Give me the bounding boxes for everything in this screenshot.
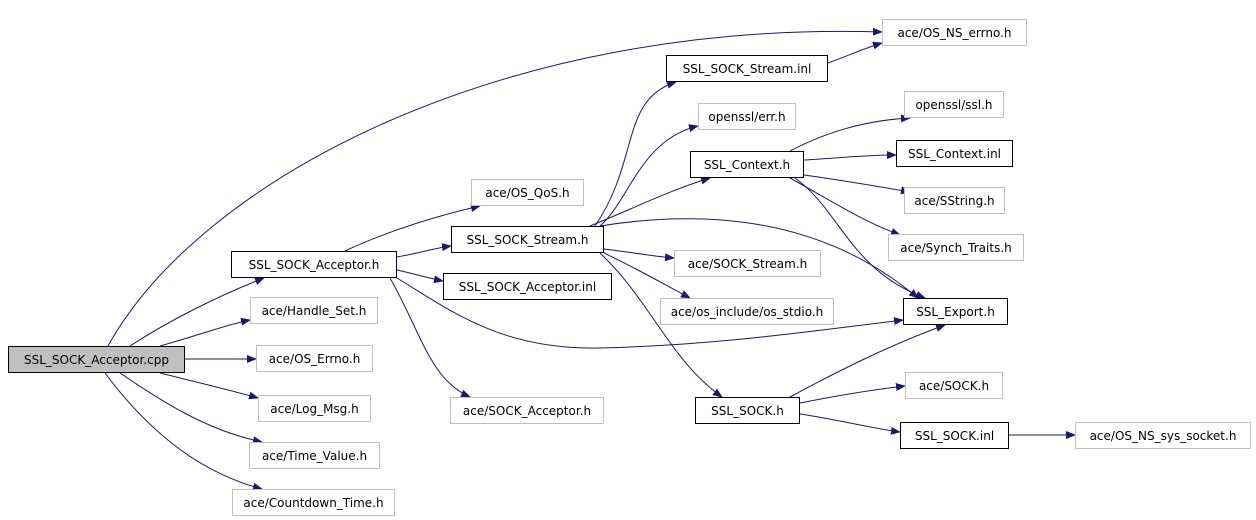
node-label: ace/SOCK.h bbox=[918, 378, 990, 393]
node-ssl-sock-stream-inl[interactable]: SSL_SOCK_Stream.inl bbox=[666, 55, 828, 82]
node-countdown-time-h: ace/Countdown_Time.h bbox=[232, 489, 395, 516]
edge bbox=[396, 269, 444, 284]
edge bbox=[119, 372, 263, 445]
node-label: ace/SOCK_Stream.h bbox=[687, 256, 808, 271]
node-sock-acceptor-h: ace/SOCK_Acceptor.h bbox=[450, 397, 604, 424]
node-label: SSL_SOCK_Acceptor.inl bbox=[458, 279, 597, 294]
node-label: ace/OS_NS_errno.h bbox=[897, 25, 1012, 40]
node-label: SSL_Export.h bbox=[916, 304, 995, 319]
edge bbox=[803, 151, 897, 161]
node-label: ace/Handle_Set.h bbox=[261, 303, 367, 318]
node-openssl-ssl-h: openssl/ssl.h bbox=[904, 91, 1004, 118]
node-ssl-context-inl[interactable]: SSL_Context.inl bbox=[896, 140, 1013, 167]
node-ssl-export-h[interactable]: SSL_Export.h bbox=[903, 298, 1008, 325]
node-ssl-context-h[interactable]: SSL_Context.h bbox=[690, 151, 804, 178]
edge bbox=[129, 277, 265, 347]
node-label: SSL_SOCK_Stream.inl bbox=[682, 61, 812, 76]
node-label: SSL_SOCK.h bbox=[711, 403, 784, 418]
node-label: ace/OS_QoS.h bbox=[485, 185, 570, 200]
edge bbox=[799, 383, 906, 404]
node-os-stdio-h: ace/os_include/os_stdio.h bbox=[660, 298, 834, 325]
edge bbox=[159, 372, 259, 400]
edge bbox=[599, 252, 723, 398]
node-ssl-sock-acceptor-cpp[interactable]: SSL_SOCK_Acceptor.cpp bbox=[8, 346, 185, 373]
node-label: SSL_Context.inl bbox=[907, 146, 1002, 161]
edge bbox=[599, 218, 919, 299]
edge bbox=[789, 114, 911, 152]
node-log-msg-h: ace/Log_Msg.h bbox=[258, 395, 371, 422]
node-label: ace/SOCK_Acceptor.h bbox=[462, 403, 592, 418]
edge bbox=[794, 177, 926, 299]
node-os-ns-errno-h: ace/OS_NS_errno.h bbox=[882, 19, 1027, 46]
node-label: ace/SString.h bbox=[914, 193, 995, 208]
node-label: openssl/err.h bbox=[708, 109, 786, 124]
edge bbox=[344, 204, 481, 252]
node-label: ace/OS_Errno.h bbox=[268, 351, 361, 366]
node-label: ace/Countdown_Time.h bbox=[243, 495, 384, 510]
node-label: SSL_SOCK_Stream.h bbox=[466, 232, 589, 247]
node-label: openssl/ssl.h bbox=[915, 97, 993, 112]
node-label: SSL_SOCK_Acceptor.h bbox=[248, 257, 380, 272]
node-synch-traits-h: ace/Synch_Traits.h bbox=[888, 234, 1024, 261]
node-os-ns-sys-socket-h: ace/OS_NS_sys_socket.h bbox=[1075, 422, 1251, 449]
edge bbox=[603, 252, 691, 299]
node-ssl-sock-acceptor-h[interactable]: SSL_SOCK_Acceptor.h bbox=[231, 251, 397, 278]
node-ssl-sock-acceptor-inl[interactable]: SSL_SOCK_Acceptor.inl bbox=[443, 273, 612, 300]
node-ssl-sock-inl[interactable]: SSL_SOCK.inl bbox=[900, 422, 1009, 449]
node-label: ace/OS_NS_sys_socket.h bbox=[1089, 428, 1237, 443]
edge bbox=[396, 277, 904, 349]
edge bbox=[104, 372, 263, 491]
edge bbox=[599, 124, 699, 227]
node-openssl-err-h: openssl/err.h bbox=[698, 103, 796, 130]
edge bbox=[789, 324, 946, 398]
edge bbox=[603, 248, 675, 262]
node-os-qos-h: ace/OS_QoS.h bbox=[471, 179, 584, 206]
node-label: SSL_SOCK.inl bbox=[914, 428, 995, 443]
node-label: ace/Log_Msg.h bbox=[270, 401, 359, 416]
node-sock-stream-h: ace/SOCK_Stream.h bbox=[674, 250, 821, 277]
edge bbox=[589, 176, 711, 227]
edge bbox=[799, 413, 901, 435]
node-label: SSL_SOCK_Acceptor.cpp bbox=[24, 352, 169, 367]
node-time-value-h: ace/Time_Value.h bbox=[249, 442, 380, 469]
node-label: ace/os_include/os_stdio.h bbox=[670, 304, 824, 319]
edge bbox=[827, 41, 883, 64]
node-ssl-sock-stream-h[interactable]: SSL_SOCK_Stream.h bbox=[451, 226, 604, 253]
node-label: SSL_Context.h bbox=[703, 157, 791, 172]
edge bbox=[159, 317, 251, 347]
edge bbox=[389, 277, 471, 398]
node-label: ace/Time_Value.h bbox=[261, 448, 368, 463]
node-sock-h: ace/SOCK.h bbox=[905, 372, 1003, 399]
edge bbox=[803, 174, 911, 195]
node-handle-set-h: ace/Handle_Set.h bbox=[250, 297, 378, 324]
node-label: ace/Synch_Traits.h bbox=[900, 240, 1012, 255]
edge bbox=[594, 80, 677, 227]
node-sstring-h: ace/SString.h bbox=[904, 187, 1005, 214]
node-ssl-sock-h[interactable]: SSL_SOCK.h bbox=[695, 397, 800, 424]
edge bbox=[107, 27, 883, 347]
node-os-errno-h: ace/OS_Errno.h bbox=[256, 345, 373, 372]
edge bbox=[396, 243, 452, 258]
edge bbox=[789, 177, 901, 236]
